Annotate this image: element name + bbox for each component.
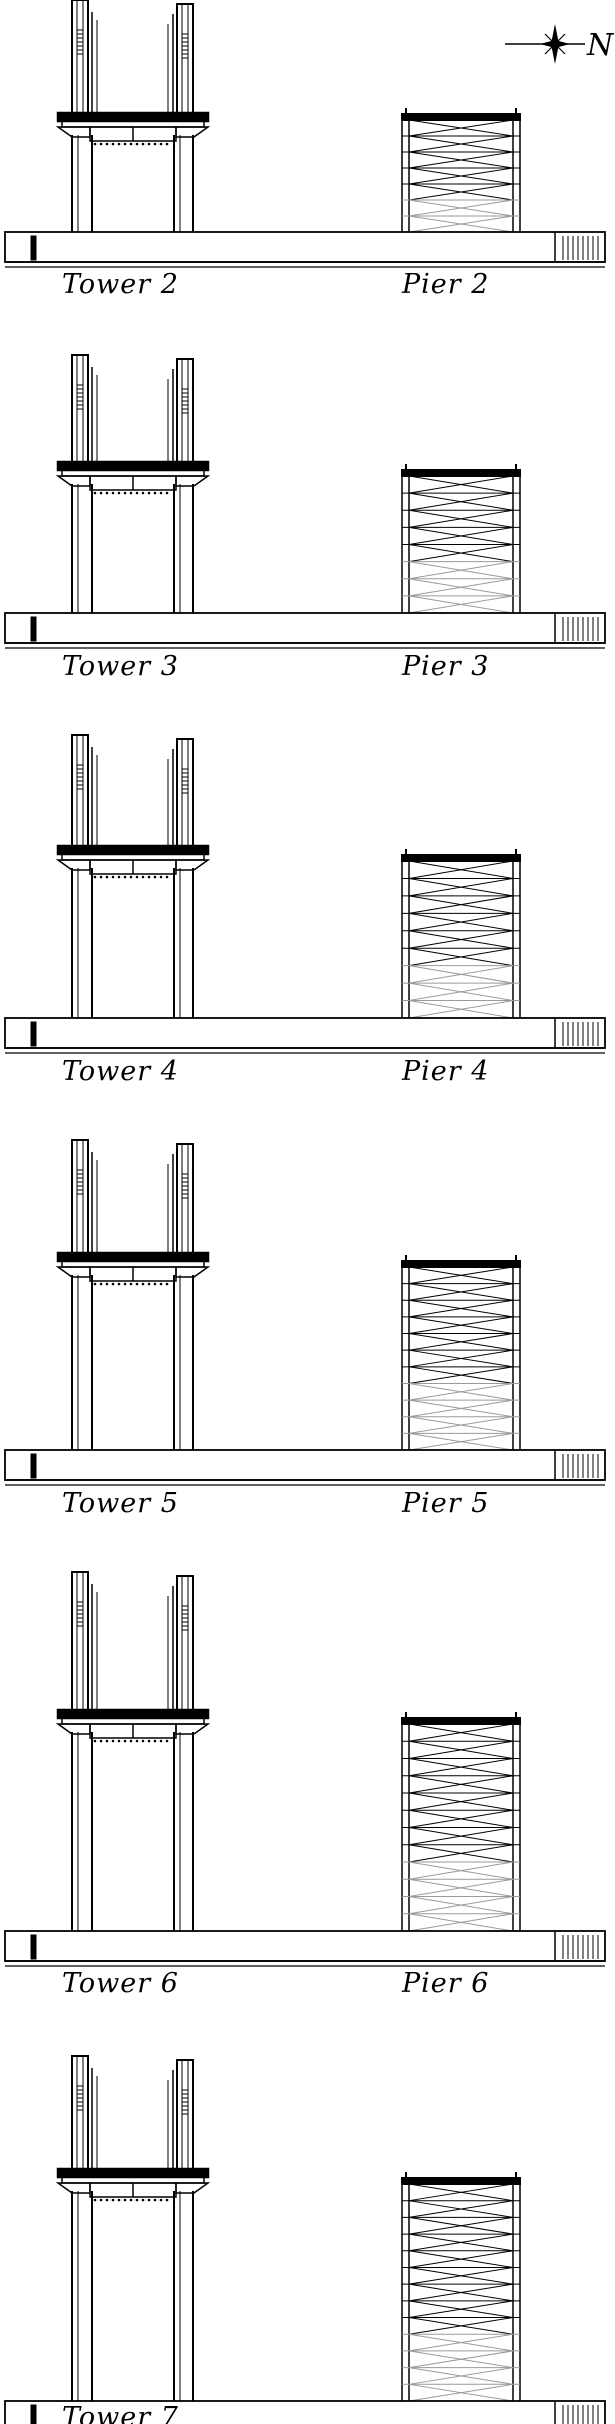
diagram-panel: Tower 5 Pier 5 <box>4 1139 606 1519</box>
diagram-panel: Tower 7 <box>4 2055 606 2424</box>
deck-drawing <box>4 231 606 268</box>
pier-drawing <box>401 1255 521 1451</box>
pier-label: Pier 4 <box>401 1056 489 1087</box>
diagram-panel: Tower 6 Pier 6 <box>4 1571 606 1999</box>
deck-drawing <box>4 1449 606 1486</box>
deck-drawing <box>4 1017 606 1054</box>
north-arrow-icon: N <box>505 24 615 64</box>
pier-drawing <box>401 849 521 1019</box>
north-label: N <box>586 28 615 63</box>
tower-drawing <box>55 0 211 232</box>
deck-drawing <box>4 1930 606 1967</box>
deck-drawing <box>4 612 606 649</box>
pier-drawing <box>401 464 521 614</box>
tower-drawing <box>55 354 211 613</box>
pier-drawing <box>401 2172 521 2402</box>
tower-drawing <box>55 1139 211 1450</box>
tower-label: Tower 6 <box>62 1968 179 1999</box>
diagram-panel: Tower 3 Pier 3 <box>4 354 606 682</box>
tower-drawing <box>55 1571 211 1931</box>
pier-drawing <box>401 108 521 233</box>
diagram-panel: Tower 2 Pier 2 <box>4 0 606 300</box>
diagram-panel: Tower 4 Pier 4 <box>4 734 606 1087</box>
pier-label: Pier 6 <box>401 1968 489 1999</box>
tower-drawing <box>55 2055 211 2401</box>
pier-label: Pier 3 <box>401 651 489 682</box>
pier-label: Pier 2 <box>401 269 489 300</box>
tower-label: Tower 3 <box>62 651 179 682</box>
pier-label: Pier 5 <box>401 1488 489 1519</box>
tower-label: Tower 5 <box>62 1488 179 1519</box>
tower-drawing <box>55 734 211 1018</box>
pier-drawing <box>401 1712 521 1932</box>
tower-label: Tower 7 <box>62 2402 179 2424</box>
tower-label: Tower 2 <box>62 269 179 300</box>
deck-drawing <box>4 2400 606 2424</box>
tower-label: Tower 4 <box>62 1056 179 1087</box>
